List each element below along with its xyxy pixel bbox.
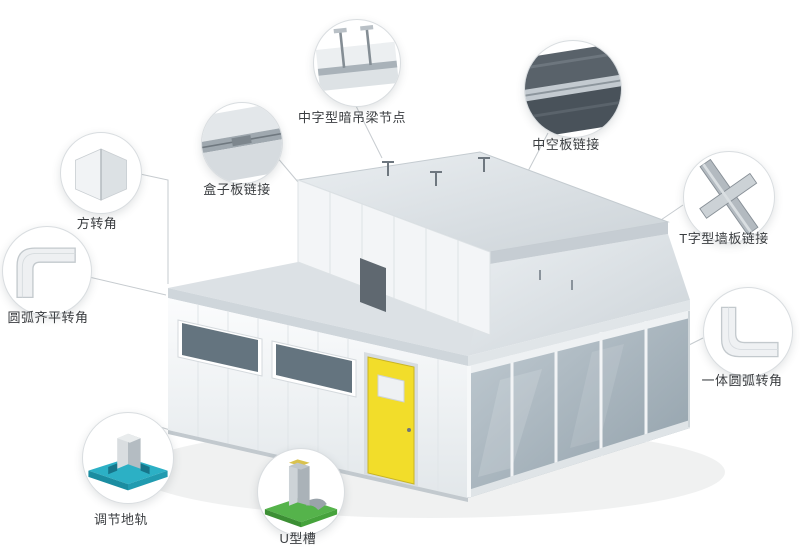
track-base-plate: [88, 458, 168, 485]
lower-roof: [168, 234, 690, 366]
roof-right-deck: [468, 234, 690, 356]
roof-pipes: [539, 270, 573, 290]
roof-left-wedge: [168, 262, 490, 356]
callout-label-square-corner: 方转角: [76, 216, 118, 231]
yellow-door: [364, 352, 418, 487]
callout-circle-flush-corner: [2, 226, 92, 316]
u-channel-icon: [264, 459, 338, 528]
window-2-glass: [276, 344, 352, 393]
tall-block-slab-edge: [490, 222, 668, 264]
callout-circle-hollow-panel: [524, 40, 622, 138]
callout-label-flush-corner: 圆弧齐平转角: [7, 310, 89, 325]
callout-label-t-wall: T字型墙板链接: [679, 231, 769, 246]
door-window: [377, 374, 405, 403]
floor-track-icon: [88, 433, 168, 491]
fascia-left: [168, 288, 468, 366]
fascia-right: [468, 300, 690, 366]
leader-square-corner: [139, 173, 169, 284]
callout-circle-box-panel: [201, 102, 283, 184]
tall-block: [296, 151, 670, 336]
beam-node-icon: [315, 25, 399, 92]
callout-label-beam-node: 中字型暗吊梁节点: [297, 110, 406, 125]
tall-wall-seams: [329, 192, 459, 322]
glass-wall: [467, 310, 690, 498]
tall-block-door: [360, 258, 386, 312]
glass-bottom-rail: [468, 420, 690, 498]
callout-circle-t-wall: [683, 151, 775, 243]
callout-circle-integrated-corner: [703, 287, 793, 377]
door-handle: [407, 428, 411, 432]
callout-circle-floor-track: [82, 412, 174, 504]
callout-label-u-channel: U型槽: [279, 531, 317, 546]
callout-label-integrated-corner: 一体圆弧转角: [701, 373, 783, 388]
glass-streak-2: [570, 344, 624, 448]
callout-circle-beam-node: [313, 19, 401, 107]
square-corner-icon: [75, 148, 127, 201]
glass-streak-1: [478, 369, 542, 477]
leader-flush-corner: [88, 276, 167, 296]
glass-top-rail: [468, 310, 690, 374]
leader-integrated-corner: [688, 337, 704, 346]
t-wall-icon: [699, 158, 759, 236]
callout-circle-square-corner: [60, 132, 142, 214]
flush-corner-icon: [16, 247, 76, 299]
window-1-glass: [182, 323, 258, 372]
callout-label-floor-track: 调节地轨: [93, 512, 148, 527]
callout-label-hollow-panel: 中空板链接: [532, 137, 600, 152]
leader-box-panel: [275, 155, 299, 183]
leader-beam-node: [355, 105, 383, 159]
callout-circle-u-channel: [257, 448, 345, 536]
door-leaf: [367, 356, 415, 485]
hollow-panel-icon: [525, 42, 621, 137]
integrated-corner-icon: [720, 306, 779, 358]
glass-mullions: [510, 321, 648, 484]
roof-vents: [382, 157, 490, 186]
callout-label-box-panel: 盒子板链接: [203, 182, 271, 197]
